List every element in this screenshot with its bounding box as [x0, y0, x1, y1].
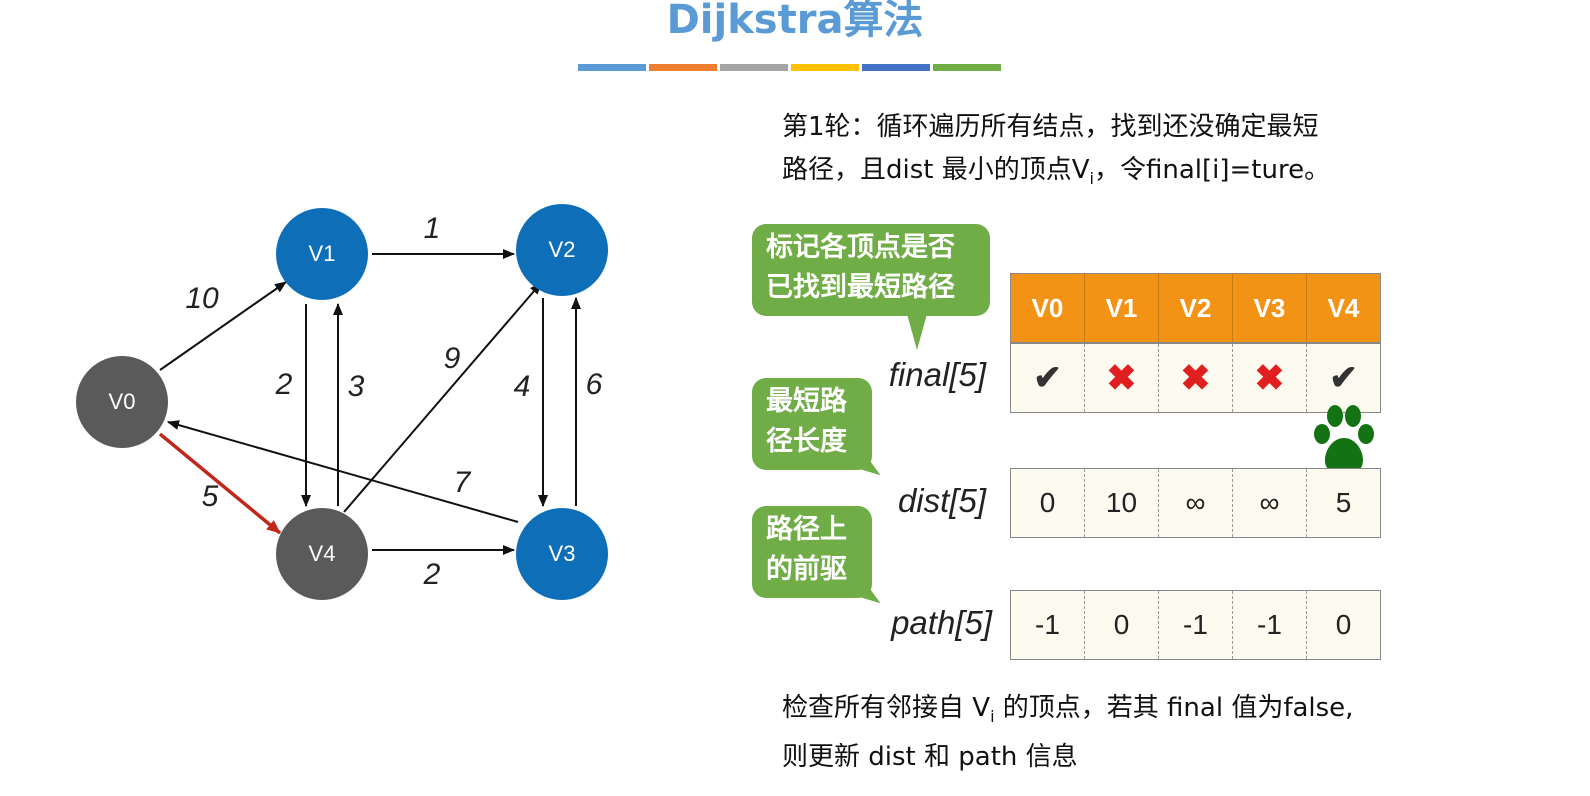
node-v0 — [76, 356, 168, 448]
bottom-instruction: 检查所有邻接自 Vi 的顶点，若其 final 值为false, 则更新 dis… — [782, 688, 1353, 778]
step-text-line1: 第1轮：循环遍历所有结点，找到还没确定最短 — [782, 112, 1319, 142]
node-v2 — [516, 204, 608, 296]
node-label: V4 — [309, 541, 336, 566]
paw-print-icon — [1308, 404, 1380, 478]
path-cell: -1 — [1010, 590, 1085, 660]
edge-v3-v0 — [167, 420, 519, 523]
title-bar — [578, 64, 646, 71]
cross-icon: ✖ — [1232, 343, 1307, 413]
step-text-line2-suffix: ，令final[i]=ture。 — [1093, 155, 1331, 185]
slide-title: Dijkstra算法 — [666, 0, 924, 43]
bottom-text-line1: 检查所有邻接自 Vi 的顶点，若其 final 值为false, — [782, 688, 1353, 737]
dist-cell: 5 — [1306, 468, 1381, 538]
dist-array: 0 10 ∞ ∞ 5 — [1010, 468, 1381, 538]
header-cell: V3 — [1232, 273, 1307, 343]
dist-callout: 最短路 径长度 — [752, 378, 887, 484]
title-bar — [649, 64, 717, 71]
edge-weight-label: 3 — [348, 370, 365, 403]
check-icon: ✔ — [1010, 343, 1085, 413]
vertex-header-row: V0 V1 V2 V3 V4 — [1010, 273, 1381, 343]
path-cell: 0 — [1084, 590, 1159, 660]
edge-v4-v2 — [343, 282, 542, 513]
edge-v0-v4 — [158, 432, 282, 535]
path-cell: -1 — [1158, 590, 1233, 660]
dist-cell: 0 — [1010, 468, 1085, 538]
node-label: V1 — [309, 241, 336, 266]
edge-weight-label: 5 — [202, 480, 219, 513]
callout-tail — [907, 314, 927, 350]
path-callout-line1: 路径上 — [766, 510, 858, 550]
edge-weight-label: 6 — [586, 368, 603, 401]
node-label: V0 — [109, 389, 136, 414]
step-text-line2: 路径，且dist 最小的顶点Vi，令final[i]=ture。 — [782, 149, 1330, 200]
title-bar — [933, 64, 1001, 71]
dist-cell: ∞ — [1232, 468, 1307, 538]
dist-cell: ∞ — [1158, 468, 1233, 538]
header-cell: V1 — [1084, 273, 1159, 343]
edge-weight-label: 2 — [275, 368, 293, 401]
edge-v0-v1 — [159, 281, 287, 371]
step-text-subscript: i — [1089, 169, 1094, 189]
path-cell: 0 — [1306, 590, 1381, 660]
edge-weight-label: 4 — [514, 370, 531, 403]
cross-icon: ✖ — [1084, 343, 1159, 413]
edge-weight-label: 10 — [185, 282, 219, 315]
node-label: V2 — [549, 237, 576, 262]
node-label: V3 — [549, 541, 576, 566]
edge-weight-label: 1 — [424, 212, 441, 245]
path-row-label: path[5] — [891, 604, 992, 641]
check-icon: ✔ — [1306, 343, 1381, 413]
header-cell: V2 — [1158, 273, 1233, 343]
step-description: 第1轮：循环遍历所有结点，找到还没确定最短 路径，且dist 最小的顶点Vi，令… — [782, 106, 1330, 200]
path-callout: 路径上 的前驱 — [752, 506, 887, 612]
edge-weight-label: 2 — [423, 558, 441, 591]
title-bar — [720, 64, 788, 71]
header-cell: V0 — [1010, 273, 1085, 343]
bottom-text-suffix: 的顶点，若其 final 值为false, — [994, 693, 1354, 723]
node-v3 — [516, 508, 608, 600]
path-callout-line1-text: 路径上 — [766, 514, 847, 545]
final-callout-line2: 已找到最短路径 — [766, 272, 955, 303]
final-row-label: final[5] — [888, 356, 986, 393]
title-bar — [791, 64, 859, 71]
header-cell: V4 — [1306, 273, 1381, 343]
path-cell: -1 — [1232, 590, 1307, 660]
bottom-text-subscript: i — [990, 707, 995, 727]
dist-cell: 10 — [1084, 468, 1159, 538]
step-text-line2-prefix: 路径，且dist 最小的顶点V — [782, 155, 1090, 185]
edge-weight-label: 7 — [454, 466, 472, 499]
final-array: ✔✖✖✖✔ — [1010, 343, 1381, 413]
dist-callout-line2: 径长度 — [766, 426, 847, 457]
bottom-text-prefix: 检查所有邻接自 V — [782, 693, 991, 723]
node-v4 — [276, 508, 368, 600]
dist-row-label: dist[5] — [897, 482, 986, 519]
title-bar — [862, 64, 930, 71]
dist-callout-line1: 最短路 — [766, 386, 847, 417]
cross-icon: ✖ — [1158, 343, 1233, 413]
edge-weight-label: 9 — [444, 342, 461, 375]
path-array: -1 0 -1 -1 0 — [1010, 590, 1381, 660]
final-callout-line1: 标记各顶点是否 — [766, 232, 955, 263]
path-callout-line2: 的前驱 — [766, 554, 847, 585]
node-v1 — [276, 208, 368, 300]
bottom-text-line2: 则更新 dist 和 path 信息 — [782, 742, 1078, 773]
final-callout: 标记各顶点是否 已找到最短路径 — [752, 224, 990, 350]
